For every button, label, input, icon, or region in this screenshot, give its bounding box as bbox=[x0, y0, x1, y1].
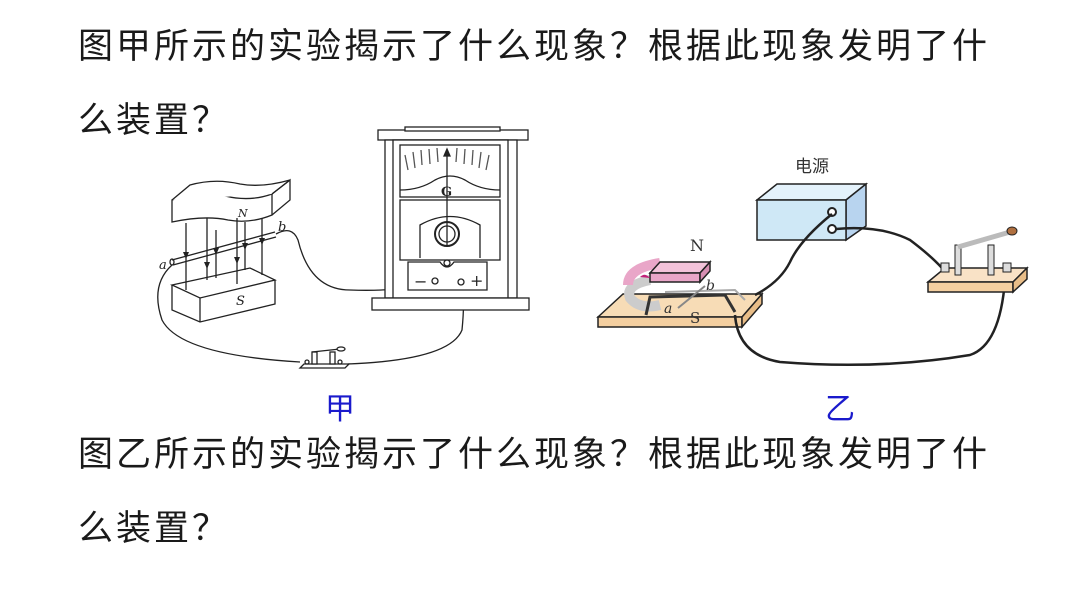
caption-jia: 甲 bbox=[325, 392, 355, 427]
question-2: 图乙所示的实验揭示了什么现象？根据此现象发明了什 么装置？ bbox=[78, 418, 1058, 566]
wire-power-to-rail bbox=[754, 213, 833, 297]
label-s-yi: S bbox=[690, 309, 700, 327]
base-board bbox=[596, 291, 764, 330]
wire-a-to-switch bbox=[157, 264, 301, 363]
wire-rail-to-switch bbox=[733, 279, 1007, 367]
question-2-line-2: 么装置？ bbox=[78, 509, 231, 549]
magnet-south-block bbox=[169, 267, 277, 323]
label-a-yi: a bbox=[664, 301, 672, 317]
magnet-north-block bbox=[171, 178, 291, 223]
conductor-rod-ab-yi bbox=[677, 285, 706, 309]
metal-rails bbox=[644, 288, 746, 316]
terminal-plus: + bbox=[470, 271, 483, 290]
label-s-jia: S bbox=[236, 294, 245, 309]
label-n-yi: N bbox=[690, 236, 704, 255]
terminal-minus: − bbox=[414, 272, 427, 291]
label-n-jia: N bbox=[237, 207, 248, 220]
label-a-jia: a bbox=[159, 258, 167, 273]
question-2-line-1: 图乙所示的实验揭示了什么现象？根据此现象发明了什 bbox=[78, 435, 991, 475]
wire-power-to-switch bbox=[835, 226, 943, 269]
label-b-jia: b bbox=[278, 220, 286, 235]
label-b-yi: b bbox=[706, 278, 715, 294]
meter-label-g: G bbox=[441, 185, 452, 200]
question-1-line-1: 图甲所示的实验揭示了什么现象？根据此现象发明了什 bbox=[78, 27, 991, 67]
galvanometer bbox=[371, 126, 530, 311]
question-1-line-2: 么装置？ bbox=[78, 101, 231, 141]
power-supply bbox=[754, 182, 869, 242]
question-1: 图甲所示的实验揭示了什么现象？根据此现象发明了什 么装置？ bbox=[78, 10, 1058, 158]
switch-jia bbox=[298, 346, 351, 369]
knife-switch bbox=[925, 226, 1029, 294]
power-supply-label: 电源 bbox=[795, 157, 829, 177]
caption-yi: 乙 bbox=[825, 392, 855, 427]
